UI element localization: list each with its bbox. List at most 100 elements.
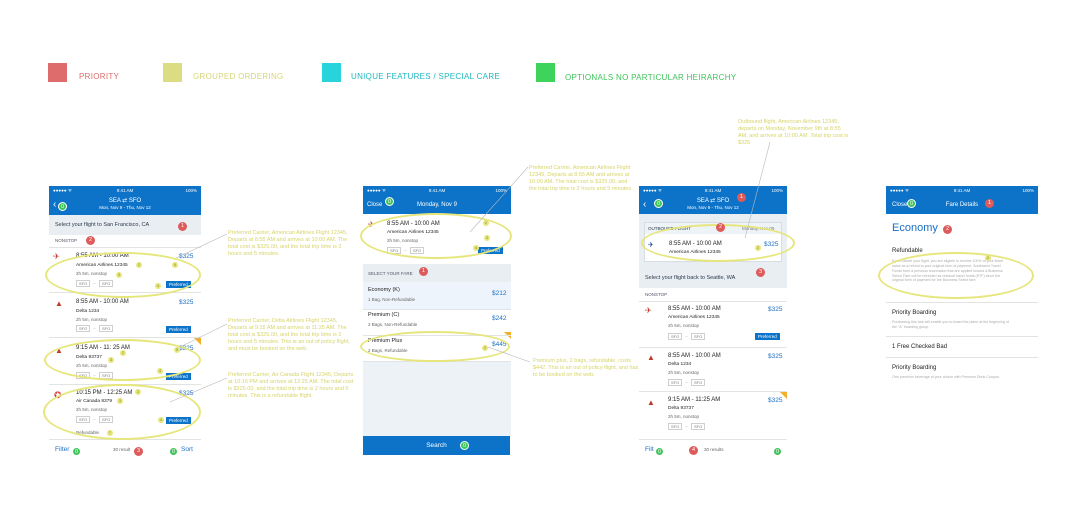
divider <box>639 347 787 348</box>
divider <box>886 336 1038 337</box>
filter-button[interactable]: Filter <box>55 446 70 453</box>
origin-chip: SFO <box>668 423 683 430</box>
divider <box>49 337 201 338</box>
highlight-oval <box>43 384 201 440</box>
priority-badge: 2 <box>943 225 952 234</box>
legend-swatch-optional <box>536 63 555 82</box>
priority-boarding-2-description: One premium beverage of your choice with… <box>892 375 1000 379</box>
refundable-title: Refundable <box>892 248 923 254</box>
fare-price: $212 <box>492 290 507 297</box>
filter-button[interactable]: Filt <box>645 446 654 453</box>
connector-line <box>175 233 228 259</box>
airline-name: Delta 1234 <box>76 309 100 314</box>
grouping-badge: 4 <box>157 368 163 374</box>
flight-duration: 2h 5m, nonstop <box>668 414 700 419</box>
divider <box>639 301 787 302</box>
fare-detail: 1 Bag, Non-Refundable <box>368 297 416 302</box>
empty-list-area <box>363 362 511 436</box>
annotation-text: Preferred Carrier, Air Canada Flight 123… <box>228 372 354 399</box>
arrow-icon: → <box>684 333 688 338</box>
priority-badge: 3 <box>756 268 765 277</box>
fare-price: $242 <box>492 315 507 322</box>
priority-badge: 1 <box>737 193 746 202</box>
priority-badge: 1 <box>419 267 428 276</box>
highlight-oval <box>44 339 201 381</box>
optional-badge: 0 <box>72 447 81 456</box>
results-count: 30 result <box>113 447 131 452</box>
flight-duration: 2h 5m, nonstop <box>668 370 700 375</box>
legend-label-grouped: GROUPED ORDERING <box>193 72 284 81</box>
flight-duration: 2h 5m, nonstop <box>76 317 108 322</box>
back-chevron-icon[interactable]: ‹ <box>53 199 57 210</box>
close-button[interactable]: Close <box>892 202 908 208</box>
origin-chip: SFO <box>76 325 91 332</box>
highlight-oval <box>360 213 512 259</box>
optional-badge: 0 <box>58 202 67 211</box>
priority-boarding-description: Purchasing this fare will enable you to … <box>892 320 1009 329</box>
priority-badge: 2 <box>716 223 725 232</box>
destination-chip: SFO <box>691 379 706 386</box>
return-prompt-bar <box>639 268 787 288</box>
divider <box>639 391 787 392</box>
grouping-badge: 3 <box>117 398 123 404</box>
flight-price: $325 <box>768 397 783 404</box>
search-button[interactable]: Search <box>363 436 510 455</box>
priority-badge: 2 <box>86 236 95 245</box>
sort-button[interactable]: Sort <box>181 446 193 453</box>
grouping-badge: 2 <box>120 350 126 356</box>
annotation-text: Premium plus, 2 bags, refundable, costs … <box>533 358 639 378</box>
selected-date: Monday, Nov 9 <box>417 202 457 208</box>
optional-badge: 0 <box>460 441 469 450</box>
grouping-badge: 5 <box>172 262 178 268</box>
flight-price: $325 <box>768 353 783 360</box>
grouping-badge: 4 <box>473 245 479 251</box>
route-title: SEA ⇄ SFO <box>696 198 730 204</box>
fare-details-title: Fare Details <box>945 202 979 208</box>
return-prompt: Select your flight back to Seattle, WA <box>645 275 736 281</box>
flight-time: 8:55 AM - 10:00 AM <box>668 353 721 359</box>
priority-badge: 4 <box>689 446 698 455</box>
divider <box>639 439 787 440</box>
connector-line <box>487 346 531 363</box>
divider <box>886 302 1038 303</box>
airline-name: Delta 93737 <box>668 406 694 411</box>
grouping-badge: 4 <box>158 417 164 423</box>
annotation-text: Preferred Carrier, American Airlines Fli… <box>529 165 633 192</box>
highlight-oval <box>878 252 1034 299</box>
airline-name: American Airlines 12345 <box>668 315 720 320</box>
back-chevron-icon[interactable]: ‹ <box>643 199 647 210</box>
fare-name: Premium (C) <box>368 312 400 318</box>
fare-section-header <box>363 264 511 282</box>
priority-badge: 1 <box>178 222 187 231</box>
optional-badge: 0 <box>907 199 916 208</box>
grouping-badge: 2 <box>483 220 489 226</box>
priority-badge: 1 <box>985 199 994 208</box>
legend-swatch-grouped <box>163 63 182 82</box>
legend-label-unique: UNIQUE FEATURES / SPECIAL CARE <box>351 72 501 81</box>
preferred-badge: Preferred <box>166 373 191 380</box>
destination-chip: SFO <box>691 333 706 340</box>
fare-option-economy[interactable] <box>363 282 511 309</box>
flight-time: 8:55 AM - 10:00 AM <box>76 299 129 305</box>
grouping-badge: 2 <box>755 245 761 251</box>
close-button[interactable]: Close <box>367 202 383 208</box>
grouping-badge: 5 <box>174 347 180 353</box>
out-of-policy-corner-flag <box>780 392 787 399</box>
optional-badge: 0 <box>654 199 663 208</box>
american-airlines-logo-icon: ✈ <box>645 306 652 315</box>
flight-price: $325 <box>179 253 194 260</box>
select-flight-prompt: Select your flight to San Francisco, CA <box>55 222 150 228</box>
route-title: SEA ⇄ SFO <box>108 198 142 204</box>
priority-boarding-title: Priority Boarding <box>892 310 937 316</box>
flight-time: 9:15 AM - 11:25 AM <box>668 397 721 403</box>
flight-price: $325 <box>179 390 194 397</box>
airline-name: Delta 1234 <box>668 362 692 367</box>
grouping-badge: 7 <box>107 430 113 436</box>
out-of-policy-corner-flag <box>194 338 201 345</box>
